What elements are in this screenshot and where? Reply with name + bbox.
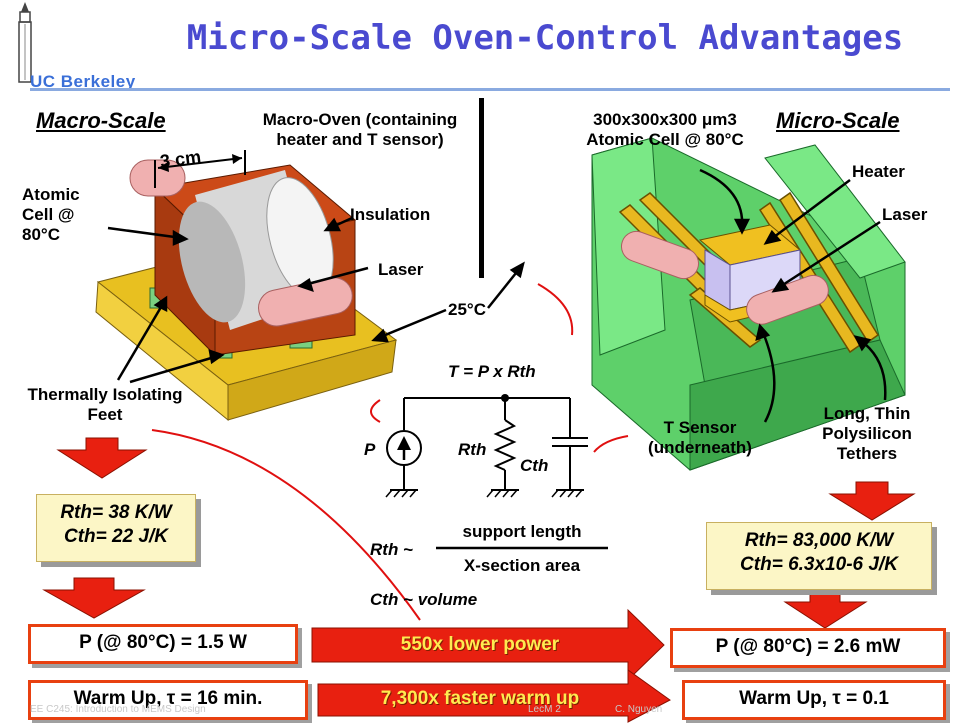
micro-pointers bbox=[487, 168, 887, 423]
rth-proportional: Rth ~ bbox=[370, 540, 413, 559]
macro-power-box: P (@ 80°C) = 1.5 W bbox=[28, 624, 298, 664]
uc-berkeley-logo: UC Berkeley bbox=[30, 72, 136, 91]
circuit-node bbox=[501, 394, 509, 402]
heater-label: Heater bbox=[852, 162, 905, 181]
macro-thermal-values: Rth= 38 K/W Cth= 22 J/K bbox=[36, 494, 196, 562]
micro-cell-label: Atomic Cell @ 80°C bbox=[586, 130, 744, 149]
fraction-numerator: support length bbox=[462, 522, 582, 541]
footer-course: EE C245: Introduction to MEMS Design bbox=[30, 704, 206, 715]
source-arrow-icon bbox=[397, 436, 411, 450]
section-divider bbox=[479, 98, 484, 278]
footer-lecture: LecM 2 bbox=[528, 704, 561, 715]
ambient-temp: 25°C bbox=[448, 300, 486, 319]
down-arrow-micro-1 bbox=[828, 481, 916, 521]
micro-warmup-box: Warm Up, τ = 0.1 bbox=[682, 680, 946, 720]
macro-heading: Macro-Scale bbox=[36, 108, 166, 133]
down-arrow-macro-2 bbox=[42, 577, 146, 619]
right-arrows bbox=[311, 608, 671, 723]
right-arrow-power bbox=[311, 608, 665, 682]
cth-proportional: Cth ~ volume bbox=[370, 590, 478, 609]
micro-heading: Micro-Scale bbox=[776, 108, 900, 133]
micro-cell-size: 300x300x300 μm3 bbox=[593, 110, 737, 129]
macro-rth: Rth= 38 K/W bbox=[60, 502, 172, 523]
micro-laser bbox=[621, 230, 829, 325]
dimension-3cm bbox=[154, 150, 246, 188]
down-arrow-micro-2 bbox=[783, 589, 868, 629]
right-arrow-warmup bbox=[317, 669, 671, 723]
macro-oven-label: Macro-Oven (containing heater and T sens… bbox=[262, 110, 458, 149]
micro-thermal-values: Rth= 83,000 K/W Cth= 6.3x10-6 J/K bbox=[706, 522, 932, 590]
macro-warmup-box: Warm Up, τ = 16 min. bbox=[28, 680, 308, 720]
power-comparison: 550x lower power bbox=[400, 634, 560, 655]
red-connectors bbox=[151, 283, 629, 621]
header-rule bbox=[30, 88, 950, 91]
campanile-icon bbox=[18, 2, 32, 83]
micro-laser-label: Laser bbox=[882, 205, 928, 224]
fraction-denominator: X-section area bbox=[463, 556, 581, 575]
micro-power-box: P (@ 80°C) = 2.6 mW bbox=[670, 628, 946, 668]
resistor-icon bbox=[493, 419, 517, 471]
macro-pointers bbox=[107, 216, 447, 384]
macro-cell-label: Atomic Cell @ 80°C bbox=[22, 185, 80, 244]
resistor-label: Rth bbox=[458, 440, 487, 459]
insulation-label: Insulation bbox=[350, 205, 431, 224]
sensor-label: T Sensor (underneath) bbox=[648, 418, 752, 457]
feet-label: Thermally Isolating Feet bbox=[27, 385, 183, 424]
source-label: P bbox=[364, 440, 376, 459]
warmup-comparison: 7,300x faster warm up bbox=[380, 688, 580, 709]
macro-laser bbox=[129, 159, 353, 327]
capacitor-label: Cth bbox=[520, 456, 549, 475]
macro-laser-label: Laser bbox=[378, 260, 424, 279]
page-title: Micro-Scale Oven-Control Advantages bbox=[186, 18, 904, 58]
down-arrows bbox=[42, 437, 916, 629]
thermal-circuit bbox=[385, 397, 588, 498]
micro-cth: Cth= 6.3x10-6 J/K bbox=[740, 554, 898, 575]
micro-rth: Rth= 83,000 K/W bbox=[744, 530, 894, 551]
down-arrow-macro-1 bbox=[56, 437, 148, 479]
tethers-label: Long, Thin Polysilicon Tethers bbox=[822, 404, 912, 463]
macro-cth: Cth= 22 J/K bbox=[63, 526, 168, 547]
footer-author: C. Nguyen bbox=[615, 704, 663, 715]
thermal-equation: T = P x Rth bbox=[448, 362, 536, 381]
